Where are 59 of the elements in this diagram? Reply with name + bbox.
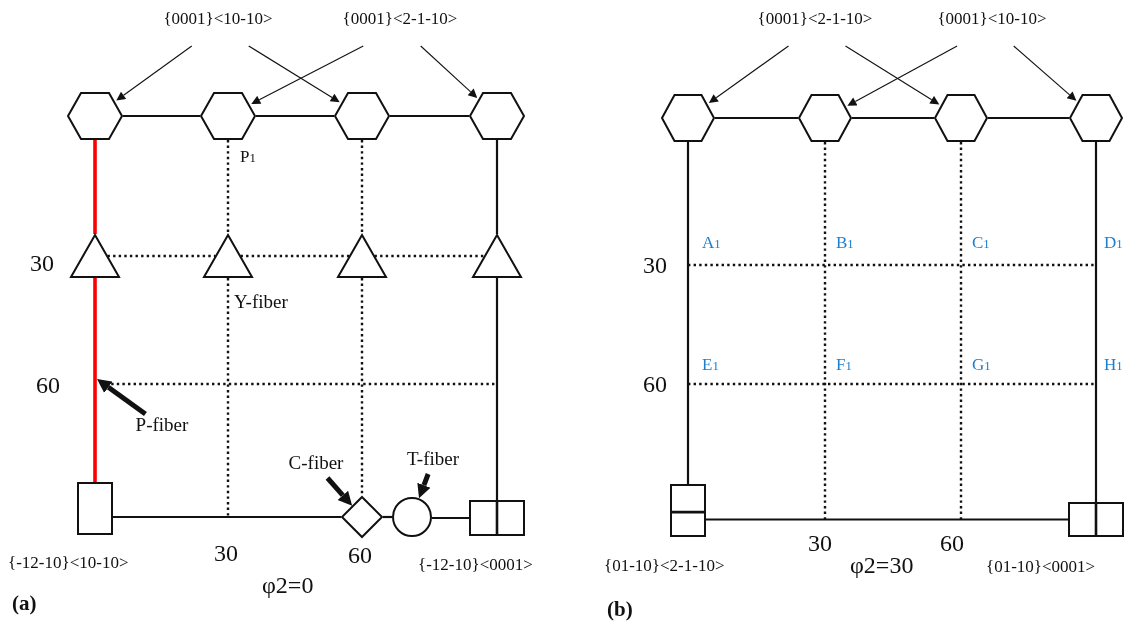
orientation-label: {0001}<2-1-10> <box>341 8 459 30</box>
orientation-label: {0001}<2-1-10> <box>756 8 874 30</box>
fiber-label: C-fiber <box>287 452 345 474</box>
dotted-line <box>374 254 485 258</box>
arrow <box>248 45 340 103</box>
fiber-label: Y-fiber <box>234 292 288 313</box>
axis-tick-label: 60 <box>940 530 964 557</box>
fiber-label: P-fiber <box>134 414 190 436</box>
orientation-label: {0001}<10-10> <box>162 8 274 30</box>
axis-tick-label: 30 <box>643 252 667 279</box>
connector-line <box>383 515 392 519</box>
connector-line <box>706 518 1068 521</box>
fiber-label: T-fiber <box>405 448 461 470</box>
arrow <box>251 45 364 104</box>
axis-tick-label: 60 <box>36 372 60 399</box>
arrow <box>708 45 790 104</box>
axis-tick-label: 30 <box>214 540 238 567</box>
connector-line <box>1094 142 1098 502</box>
arrow <box>420 45 478 98</box>
axis-tick-label: 60 <box>643 371 667 398</box>
dotted-line <box>226 140 230 234</box>
arrow <box>1013 45 1077 101</box>
connector-line <box>93 278 97 482</box>
connector-line <box>390 114 469 118</box>
orientation-label: {-12-10}<0001> <box>418 554 533 576</box>
axis-tick-label: 60 <box>348 542 372 569</box>
dotted-line <box>360 140 364 234</box>
arrow <box>116 45 193 101</box>
connector-line <box>123 114 200 118</box>
connector-line <box>988 116 1069 120</box>
leader-arrow <box>97 379 147 417</box>
connector-line <box>256 114 334 118</box>
dotted-line <box>959 142 963 519</box>
panel-label: (b) <box>607 598 633 622</box>
axis-tick-label: 30 <box>808 530 832 557</box>
dotted-line <box>823 142 827 519</box>
leader-arrow <box>417 473 431 499</box>
axis-tick-label: 30 <box>30 250 54 277</box>
leader-arrow <box>325 476 353 506</box>
connector-line <box>715 116 798 120</box>
section-label: φ2=0 <box>262 572 314 599</box>
panel-label: (a) <box>12 592 37 616</box>
section-label: φ2=30 <box>850 552 914 579</box>
connector-line <box>495 278 499 500</box>
orientation-label: {0001}<10-10> <box>936 8 1048 30</box>
orientation-label: {01-10}<2-1-10> <box>604 555 725 577</box>
connector-line <box>113 515 341 519</box>
dotted-line <box>240 254 350 258</box>
arrow <box>847 45 958 106</box>
connector-line <box>93 140 97 234</box>
dotted-line <box>360 278 364 496</box>
orientation-label: {01-10}<0001> <box>986 556 1096 578</box>
connector-line <box>686 142 690 484</box>
dotted-line <box>226 278 230 516</box>
arrow <box>844 45 940 105</box>
orientation-label: {-12-10}<10-10> <box>8 552 129 574</box>
connector-line <box>495 140 499 234</box>
connector-line <box>431 516 469 520</box>
connector-line <box>852 116 934 120</box>
